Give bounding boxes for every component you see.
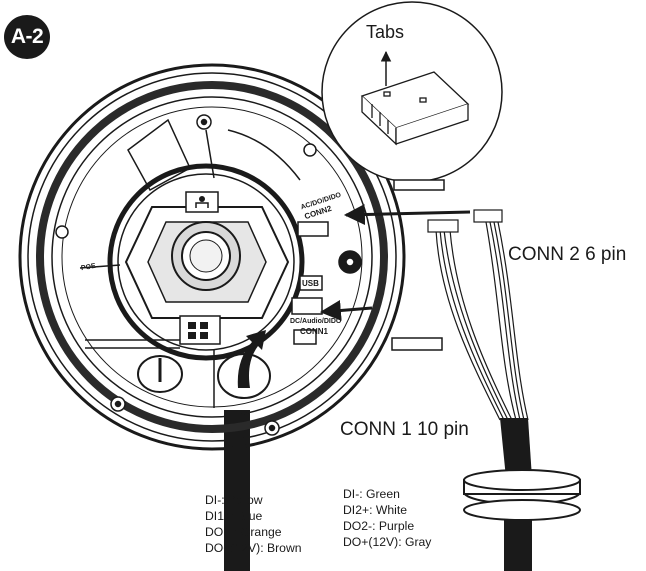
insertion-arrow [237, 330, 266, 388]
tabs-label: Tabs [366, 22, 405, 42]
wiring-list-left: DI-: Yellow DI1+: Blue DO1-: Orange DO+(… [205, 492, 302, 556]
wiring-left-item: DI1+: Blue [205, 509, 263, 523]
conn1-label: CONN 1 10 pin [340, 419, 469, 440]
wiring-left-item: DI-: Yellow [205, 493, 263, 507]
screw-holes [55, 114, 317, 436]
wiring-right-item: DI-: Green [343, 487, 400, 501]
connector-tabs [360, 71, 470, 146]
sensor-module [185, 191, 219, 213]
wiring-right-item: DO2-: Purple [343, 519, 415, 533]
tabs-magnifier [321, 1, 503, 183]
wire-harness [427, 209, 529, 421]
wiring-list-right: DI-: Green DI2+: White DO2-: Purple DO+(… [343, 486, 431, 550]
conn1-board-label: CONN1 [300, 327, 329, 336]
camera-housing [18, 63, 406, 451]
usb-label: USB [302, 279, 319, 288]
spare-connectors [391, 179, 445, 351]
conn1-board-sub: DC/Audio/DIDO [290, 318, 342, 325]
conn1-pointer [319, 300, 373, 321]
conn2-pointer [343, 204, 471, 226]
figure-badge: A-2 [4, 15, 50, 59]
camera-cable [224, 410, 250, 571]
lower-connector-block [179, 315, 221, 345]
cable-bundle [463, 418, 581, 571]
wiring-left-item: DO+(12V): Brown [205, 541, 302, 555]
wiring-left-item: DO1-: Orange [205, 525, 282, 539]
camera-lens [171, 221, 241, 291]
conn2-label: CONN 2 6 pin [508, 244, 627, 265]
wiring-right-item: DO+(12V): Gray [343, 535, 432, 549]
wiring-right-item: DI2+: White [343, 503, 408, 517]
